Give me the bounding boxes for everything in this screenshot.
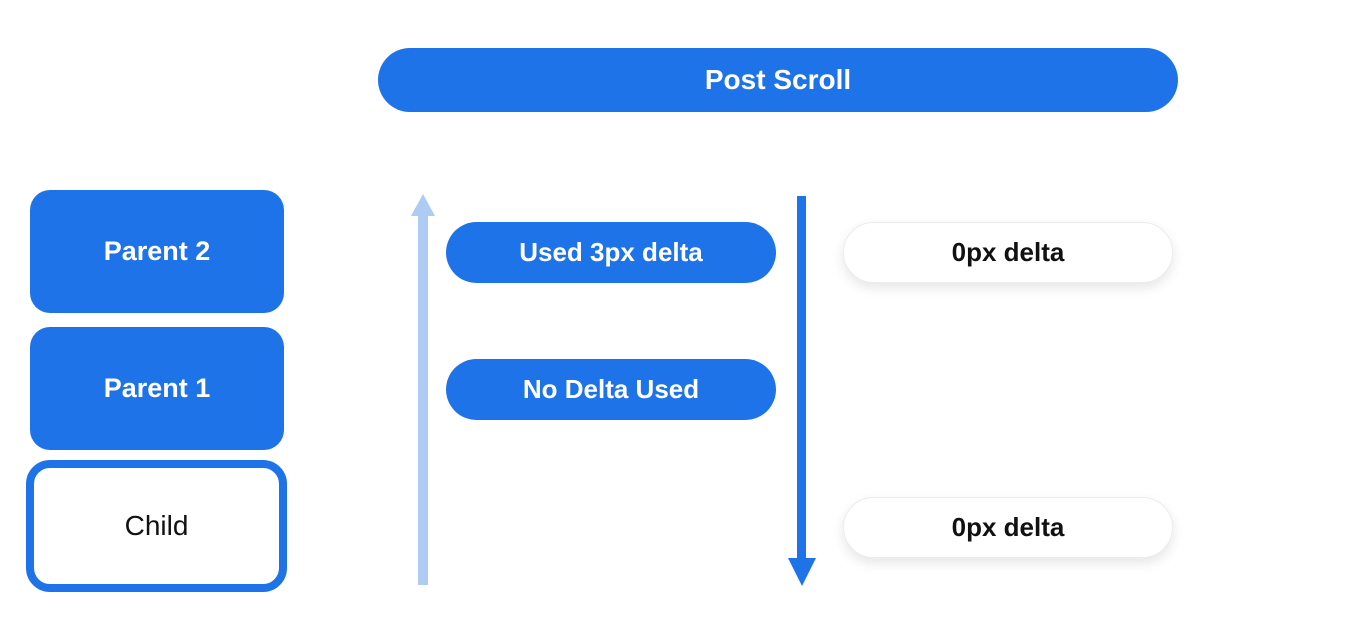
used-delta-label: Used 3px delta [519,237,703,267]
post-scroll-header: Post Scroll [378,48,1178,112]
zero-delta-top-pill: 0px delta [843,222,1173,283]
child-box: Child [26,460,287,592]
parent1-box: Parent 1 [30,327,284,450]
child-label: Child [124,510,189,541]
no-delta-label: No Delta Used [522,374,700,404]
zero-delta-top-label: 0px delta [951,237,1065,267]
arrow-down-shaft [797,196,806,560]
parent2-box: Parent 2 [30,190,284,313]
zero-delta-bottom-pill: 0px delta [843,497,1173,558]
parent2-label: Parent 2 [103,236,211,266]
parent1-label: Parent 1 [103,373,211,403]
used-delta-pill: Used 3px delta [446,222,776,283]
arrow-down-head [788,558,816,586]
zero-delta-bottom-label: 0px delta [951,512,1065,542]
arrow-up-shaft [418,214,428,585]
no-delta-pill: No Delta Used [446,359,776,420]
post-scroll-title: Post Scroll [704,64,852,95]
arrow-up-head [411,194,435,216]
